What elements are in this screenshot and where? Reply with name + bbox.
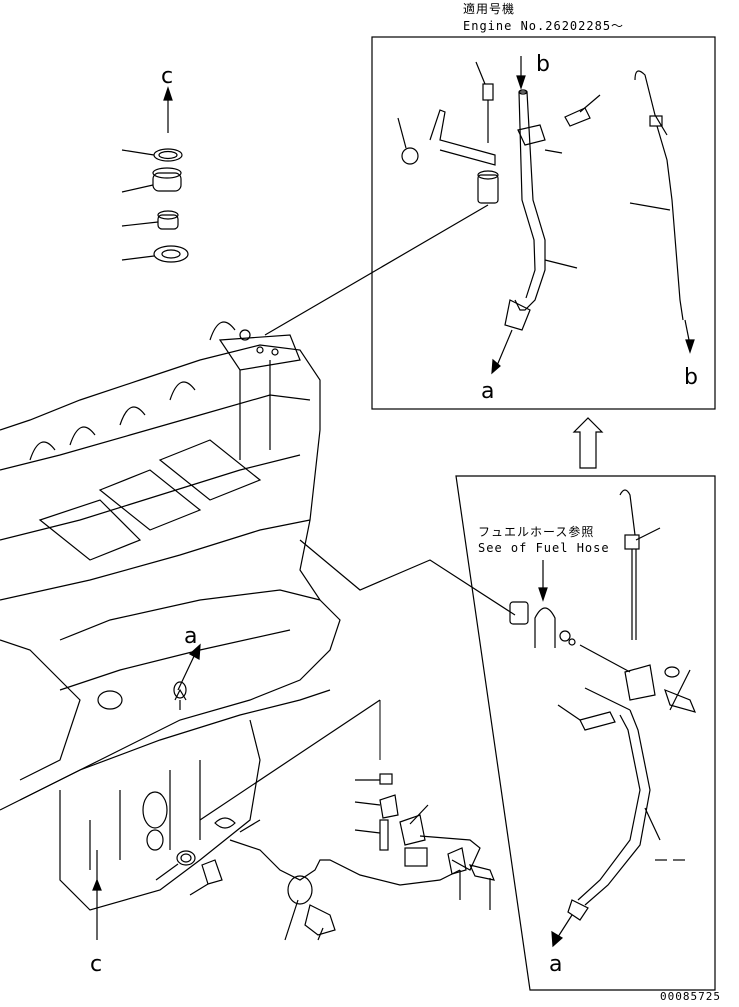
sensor-harness-parts	[155, 699, 495, 941]
hollow-up-arrow	[572, 417, 604, 469]
inset-box-lower	[455, 475, 716, 991]
engine-block	[0, 321, 341, 911]
dipstick-tube-assembly-old	[509, 489, 697, 948]
arrow-c-bottom-head	[92, 878, 102, 891]
ref-b-top: b	[536, 52, 550, 77]
leader-engine-to-inset	[299, 539, 516, 616]
ref-a-engine: a	[184, 624, 198, 649]
engine-number-label: Engine No.26202285～	[463, 19, 625, 33]
inset-box-top	[371, 36, 716, 410]
leader-inset-to-bracket	[264, 204, 489, 336]
ref-c-top: c	[161, 64, 174, 89]
ref-a-inset: a	[481, 379, 495, 404]
ref-a-lower: a	[549, 952, 563, 977]
ref-c-bottom: c	[90, 952, 103, 977]
ref-b-bottom: b	[684, 365, 698, 390]
applicable-model-label: 適用号機	[463, 2, 516, 16]
c-detail-parts	[121, 86, 189, 263]
fuel-hose-note-jp: フュエルホース参照	[478, 525, 595, 539]
arrow-a-engine-shaft	[177, 651, 197, 691]
arrow-a-engine-head	[188, 643, 201, 660]
drawing-code: 00085725	[660, 990, 721, 1003]
fuel-hose-note-en: See of Fuel Hose	[478, 541, 610, 555]
dipstick-tube-assembly-new	[397, 56, 695, 375]
